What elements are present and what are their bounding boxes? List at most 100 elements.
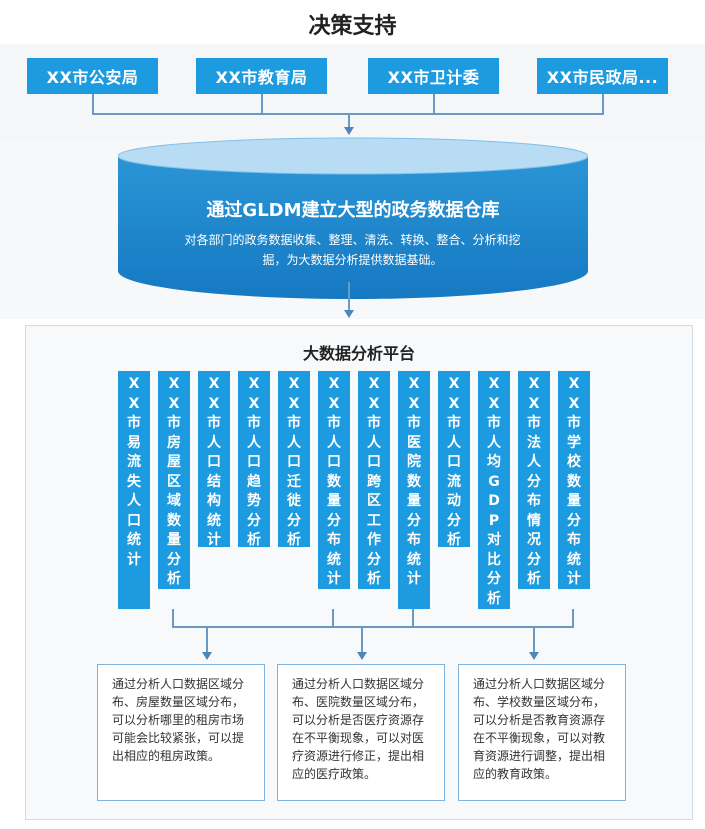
module-char: 口 <box>247 454 261 470</box>
dept-civil-affairs: XX市民政局... <box>537 58 668 94</box>
module-char: 分 <box>487 571 501 587</box>
module-char: X <box>488 395 500 412</box>
module-char: 市 <box>327 415 341 431</box>
module-char: 口 <box>127 512 141 529</box>
module-char: X <box>208 376 220 392</box>
module-char: 市 <box>447 415 461 431</box>
module-char: 统 <box>207 512 221 529</box>
module-char: 析 <box>487 590 501 607</box>
module-char: 布 <box>567 532 581 548</box>
conclusion-housing: 通过分析人口数据区域分布、房屋数量区域分布，可以分析哪里的租房市场可能会比较紧张… <box>97 664 265 801</box>
module-char: 比 <box>487 551 501 568</box>
module-char: 结 <box>207 473 221 490</box>
module-char: 分 <box>167 551 181 568</box>
module-char: 分 <box>247 512 261 529</box>
module-char: 市 <box>127 415 141 431</box>
module-char: 易 <box>127 434 141 451</box>
module-char: X <box>288 376 300 392</box>
module-char: X <box>208 395 220 412</box>
module-char: X <box>368 376 380 392</box>
module-char: 统 <box>567 551 581 568</box>
module-char: 况 <box>527 532 541 548</box>
dept-education: XX市教育局 <box>196 58 327 94</box>
connector-line <box>332 609 334 627</box>
module-char: X <box>168 395 180 412</box>
module-char: 构 <box>207 493 221 509</box>
connector-line <box>412 609 414 627</box>
connector-line <box>348 282 350 312</box>
module-char: 析 <box>447 532 461 548</box>
module-char: 口 <box>447 454 461 470</box>
warehouse-title: 通过GLDM建立大型的政务数据仓库 <box>206 200 500 221</box>
module-char: 量 <box>567 493 581 509</box>
module-char: X <box>248 395 260 412</box>
arrow-down-icon <box>529 652 539 660</box>
module-char: 统 <box>127 532 141 548</box>
module-char: 人 <box>127 493 141 509</box>
module-char: 数 <box>567 473 581 490</box>
module-char: 人 <box>527 454 541 470</box>
module-char: 析 <box>287 532 301 548</box>
connector-line <box>572 609 574 627</box>
module-char: X <box>328 395 340 412</box>
module-char: 人 <box>447 434 461 451</box>
module-char: 迁 <box>287 473 301 490</box>
module-char: 人 <box>327 434 341 451</box>
module-char: 分 <box>527 473 541 490</box>
module-char: 区 <box>367 493 381 509</box>
module-char: X <box>328 376 340 392</box>
connector-line <box>261 94 263 114</box>
module-char: 区 <box>167 473 181 490</box>
module-char: X <box>128 376 140 392</box>
module-char: 学 <box>567 434 581 451</box>
connector-line <box>348 114 350 128</box>
module-char: 统 <box>327 551 341 568</box>
module-char: 市 <box>407 415 421 431</box>
module-char: 量 <box>407 493 421 509</box>
connector-line <box>533 627 535 653</box>
module-char: 量 <box>167 532 181 548</box>
data-warehouse-cylinder <box>118 137 588 299</box>
module-char: 计 <box>207 532 221 548</box>
module-char: X <box>528 395 540 412</box>
arrow-down-icon <box>357 652 367 660</box>
module-char: G <box>488 473 500 490</box>
module-char: 域 <box>167 493 181 509</box>
connector-line <box>602 94 604 114</box>
module-char: X <box>128 395 140 412</box>
module-char: 分 <box>407 512 421 529</box>
module-char: P <box>488 512 500 529</box>
module-char: 析 <box>367 571 381 587</box>
module-char: 数 <box>327 473 341 490</box>
module-char: 势 <box>247 493 261 509</box>
module-char: X <box>368 395 380 412</box>
module-char: 市 <box>167 415 181 431</box>
module-char: 统 <box>407 551 421 568</box>
module-char: 析 <box>167 571 181 587</box>
module-char: 对 <box>487 532 501 548</box>
module-char: 屋 <box>167 454 181 470</box>
module-char: 市 <box>567 415 581 431</box>
module-char: 徙 <box>287 493 301 509</box>
module-char: X <box>408 376 420 392</box>
module-char: 析 <box>247 532 261 548</box>
page-title: 决策支持 <box>308 14 397 39</box>
module-char: X <box>408 395 420 412</box>
conclusion-education: 通过分析人口数据区域分布、学校数量区域分布，可以分析是否教育资源存在不平衡现象，… <box>458 664 626 801</box>
module-char: 人 <box>487 434 501 451</box>
module-char: 量 <box>327 493 341 509</box>
module-char: 计 <box>327 571 341 587</box>
module-char: 口 <box>327 454 341 470</box>
connector-line <box>433 94 435 114</box>
module-char: 数 <box>407 473 421 490</box>
module-char: 市 <box>207 415 221 431</box>
